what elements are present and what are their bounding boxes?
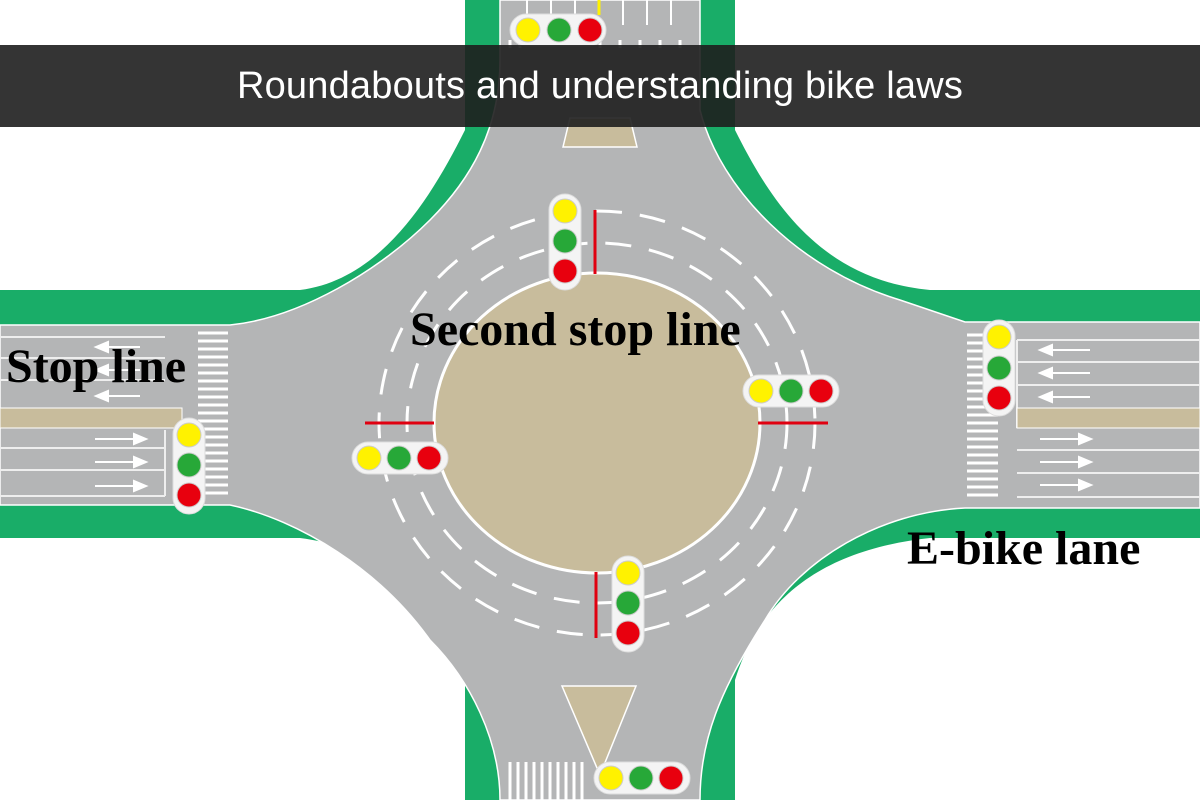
- east-arrows: [1037, 343, 1094, 492]
- yellow-light-icon: [176, 422, 202, 448]
- traffic-signal-ring-south: [611, 555, 645, 653]
- green-light-icon: [986, 355, 1012, 381]
- red-light-icon: [416, 445, 442, 471]
- crosswalk-west: [198, 331, 228, 495]
- yellow-light-icon: [356, 445, 382, 471]
- south-splitter-island: [560, 685, 638, 777]
- red-light-icon: [986, 385, 1012, 411]
- traffic-signal-ring-west: [351, 441, 449, 475]
- red-light-icon: [658, 765, 684, 791]
- green-light-icon: [552, 228, 578, 254]
- red-light-icon: [176, 482, 202, 508]
- traffic-signal-ring-east: [742, 374, 840, 408]
- crosswalk-south: [508, 762, 584, 800]
- west-median: [0, 407, 183, 429]
- red-light-icon: [615, 620, 641, 646]
- second-stop-lines: [365, 210, 828, 638]
- ebike-lane-label: E-bike lane: [907, 522, 1140, 575]
- yellow-light-icon: [552, 198, 578, 224]
- traffic-signal-west-entry: [172, 417, 206, 515]
- traffic-signal-south-entry: [593, 761, 691, 795]
- east-median: [1016, 407, 1200, 429]
- traffic-signal-north-entry: [509, 13, 607, 47]
- stop-line-label: Stop line: [6, 340, 186, 393]
- yellow-light-icon: [515, 17, 541, 43]
- yellow-light-icon: [748, 378, 774, 404]
- green-light-icon: [546, 17, 572, 43]
- east-lane-markings: [1016, 339, 1200, 498]
- green-light-icon: [176, 452, 202, 478]
- traffic-signals: [172, 13, 1016, 795]
- page-title: Roundabouts and understanding bike laws: [236, 64, 964, 107]
- red-light-icon: [577, 17, 603, 43]
- yellow-light-icon: [598, 765, 624, 791]
- second-stop-line-label: Second stop line: [410, 303, 741, 356]
- green-light-icon: [778, 378, 804, 404]
- title-banner: Roundabouts and understanding bike laws: [0, 45, 1200, 127]
- west-lane-markings: [0, 336, 166, 497]
- traffic-signal-ring-north: [548, 193, 582, 291]
- green-light-icon: [615, 590, 641, 616]
- yellow-light-icon: [986, 324, 1012, 350]
- red-light-icon: [808, 378, 834, 404]
- west-arrows: [93, 340, 149, 493]
- traffic-signal-east-entry: [982, 319, 1016, 417]
- green-light-icon: [628, 765, 654, 791]
- green-light-icon: [386, 445, 412, 471]
- red-light-icon: [552, 258, 578, 284]
- yellow-light-icon: [615, 560, 641, 586]
